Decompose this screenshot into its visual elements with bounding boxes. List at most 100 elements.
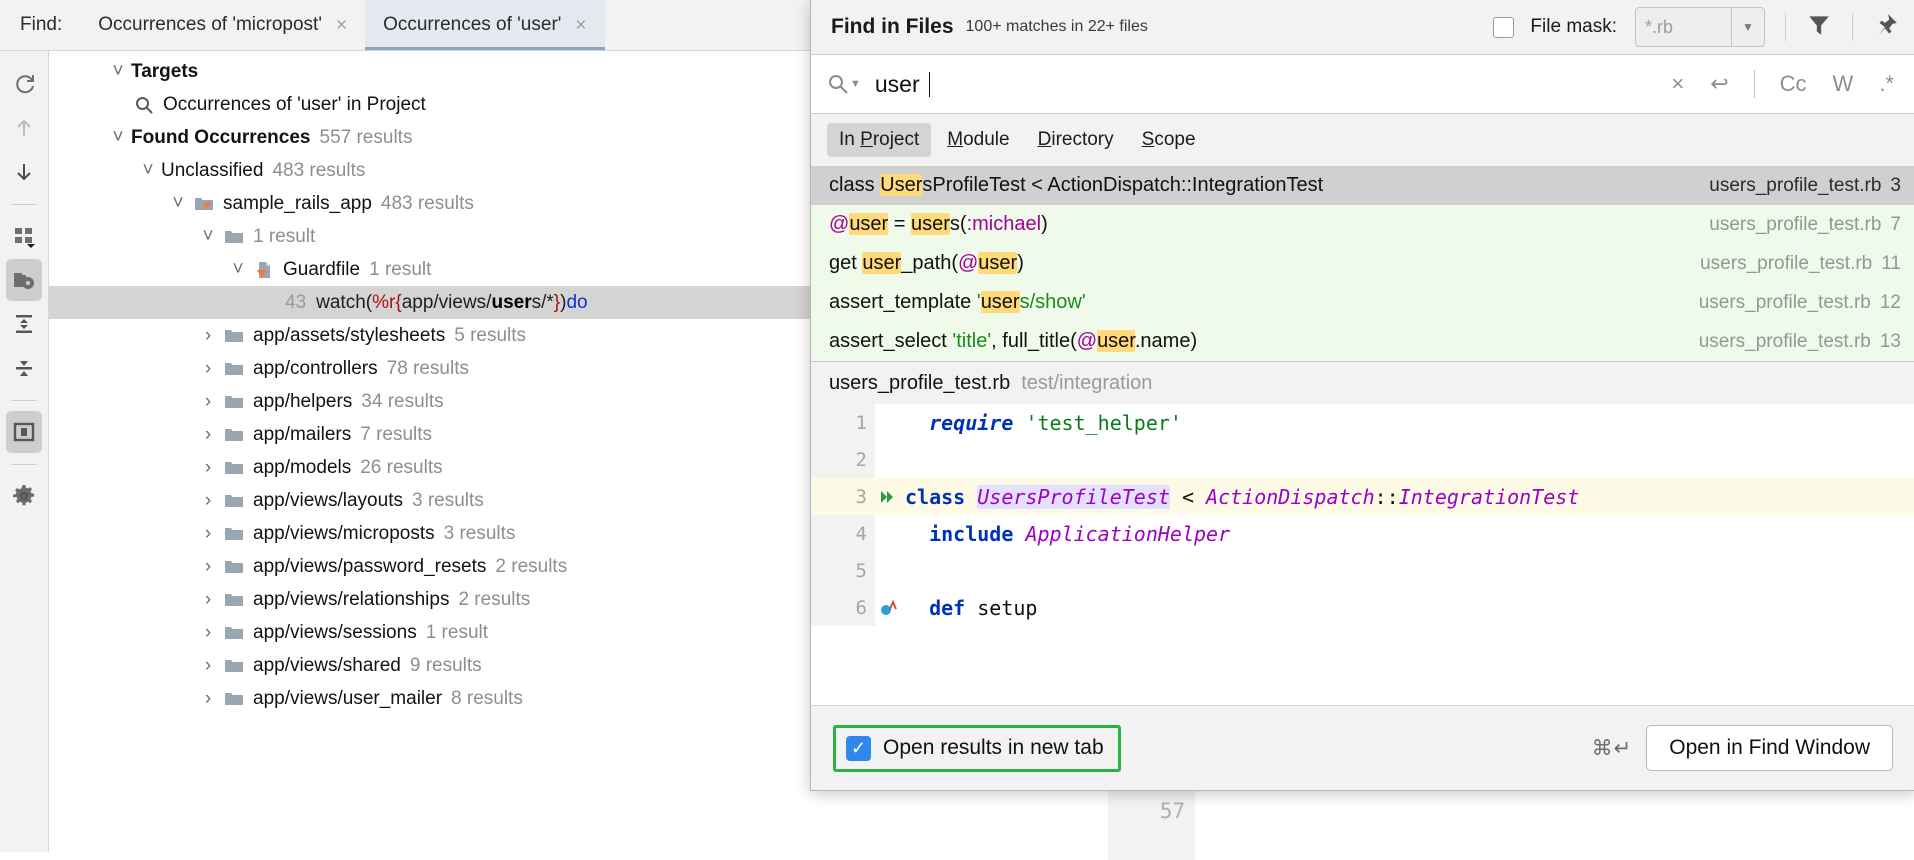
filter-icon[interactable] bbox=[1806, 12, 1832, 42]
chevron-right-icon[interactable]: › bbox=[204, 522, 212, 544]
preview-code-line: 2 bbox=[811, 441, 1914, 478]
chevron-down-icon[interactable]: ˅ bbox=[142, 159, 154, 181]
chevron-down-icon[interactable]: ˅ bbox=[112, 126, 124, 148]
tree-node-app-views-user-mailer[interactable]: › app/views/user_mailer 8 results bbox=[49, 682, 1914, 715]
pin-icon[interactable] bbox=[1873, 12, 1899, 42]
code-token: def bbox=[929, 595, 978, 620]
tree-node-app-views-microposts[interactable]: › app/views/microposts 3 results bbox=[49, 517, 1914, 550]
search-history-icon[interactable]: ↩ bbox=[1710, 71, 1729, 96]
tree-node-sample-rails-app[interactable]: ˅ sample_rails_app 483 results bbox=[49, 187, 1914, 220]
folder-icon bbox=[221, 623, 247, 643]
rerun-search-icon[interactable] bbox=[6, 63, 42, 105]
match-case-toggle[interactable]: Cc bbox=[1779, 71, 1807, 96]
close-icon[interactable]: × bbox=[335, 14, 348, 36]
tab-occurrences-micropost[interactable]: Occurrences of 'micropost' × bbox=[80, 0, 365, 50]
expand-all-icon[interactable] bbox=[6, 303, 42, 345]
chevron-right-icon[interactable]: › bbox=[204, 456, 212, 478]
code-token: IntegrationTest bbox=[1398, 484, 1580, 509]
scope-tab-directory[interactable]: Directory bbox=[1026, 123, 1126, 157]
open-in-file-structure-icon[interactable] bbox=[6, 259, 42, 301]
tree-node-targets[interactable]: ˅ Targets bbox=[49, 55, 1914, 88]
tree-node-occurrences-target[interactable]: Occurrences of 'user' in Project bbox=[49, 88, 1914, 121]
search-icon bbox=[131, 95, 157, 115]
clear-search-icon[interactable]: × bbox=[1671, 71, 1685, 96]
chevron-down-icon[interactable]: ˅ bbox=[172, 192, 184, 214]
scope-label-pre: In bbox=[839, 129, 861, 150]
preview-code-line: 6 def setup bbox=[811, 589, 1914, 626]
chevron-right-icon[interactable]: › bbox=[204, 390, 212, 412]
chevron-right-icon[interactable]: › bbox=[204, 357, 212, 379]
collapse-all-icon[interactable] bbox=[6, 347, 42, 389]
tree-node-app-views-relationships[interactable]: › app/views/relationships 2 results bbox=[49, 583, 1914, 616]
result-row[interactable]: get user_path(@user) users_profile_test.… bbox=[811, 244, 1914, 283]
open-results-in-new-tab-checkbox[interactable]: ✓ Open results in new tab bbox=[833, 724, 1121, 772]
preview-pane-icon[interactable] bbox=[6, 411, 42, 453]
chevron-down-icon[interactable]: ▼ bbox=[1731, 8, 1764, 46]
tree-node-count: 1 result bbox=[425, 621, 489, 643]
search-icon[interactable]: ▼ bbox=[827, 73, 861, 95]
chevron-down-icon[interactable]: ˅ bbox=[202, 225, 214, 247]
result-row[interactable]: class UsersProfileTest < ActionDispatch:… bbox=[811, 166, 1914, 205]
folder-icon bbox=[221, 227, 247, 247]
next-occurrence-icon[interactable] bbox=[6, 151, 42, 193]
chevron-right-icon[interactable]: › bbox=[204, 489, 212, 511]
chevron-right-icon[interactable]: › bbox=[204, 621, 212, 643]
chevron-right-icon[interactable]: › bbox=[204, 687, 212, 709]
search-field-row[interactable]: ▼ user × ↩ Cc W .* bbox=[811, 54, 1914, 114]
search-input[interactable]: user bbox=[874, 70, 920, 97]
chevron-right-icon[interactable]: › bbox=[204, 555, 212, 577]
folder-icon bbox=[221, 656, 247, 676]
chevron-down-icon[interactable]: ˅ bbox=[232, 258, 244, 280]
tree-node-guardfile[interactable]: ˅ Guardfile 1 result bbox=[49, 253, 1914, 286]
result-file: users_profile_test.rb bbox=[1709, 213, 1882, 235]
tree-node-app-helpers[interactable]: › app/helpers 34 results bbox=[49, 385, 1914, 418]
tree-node-found-occurrences[interactable]: ˅ Found Occurrences 557 results bbox=[49, 121, 1914, 154]
previous-occurrence-icon[interactable] bbox=[6, 107, 42, 149]
chevron-right-icon[interactable]: › bbox=[204, 654, 212, 676]
tree-node-app-views-password-resets[interactable]: › app/views/password_resets 2 results bbox=[49, 550, 1914, 583]
tree-node-label: Found Occurrences bbox=[131, 126, 311, 148]
file-preview-pane[interactable]: users_profile_test.rb test/integration 1… bbox=[811, 361, 1914, 705]
regex-toggle[interactable]: .* bbox=[1879, 71, 1894, 96]
tab-occurrences-user[interactable]: Occurrences of 'user' × bbox=[365, 0, 605, 50]
code-segment: @ bbox=[957, 252, 979, 274]
tree-node-unclassified[interactable]: ˅ Unclassified 483 results bbox=[49, 154, 1914, 187]
result-row[interactable]: assert_select 'title', full_title(@user.… bbox=[811, 322, 1914, 361]
tree-node-root-folder[interactable]: ˅ 1 result bbox=[49, 220, 1914, 253]
chevron-right-icon[interactable]: › bbox=[204, 324, 212, 346]
code-token: class bbox=[905, 484, 978, 509]
close-icon[interactable]: × bbox=[575, 14, 587, 36]
file-mask-input[interactable]: *.rb bbox=[1645, 16, 1674, 37]
scope-tab-scope[interactable]: Scope bbox=[1130, 123, 1208, 157]
code-segment: get bbox=[829, 252, 863, 274]
whole-words-toggle[interactable]: W bbox=[1832, 71, 1854, 96]
open-in-find-window-button[interactable]: Open in Find Window bbox=[1646, 725, 1893, 771]
result-row[interactable]: assert_template 'users/show' users_profi… bbox=[811, 283, 1914, 322]
group-by-icon[interactable] bbox=[6, 215, 42, 257]
scope-mnemonic: D bbox=[1037, 129, 1052, 150]
tree-node-app-controllers[interactable]: › app/controllers 78 results bbox=[49, 352, 1914, 385]
tree-node-app-mailers[interactable]: › app/mailers 7 results bbox=[49, 418, 1914, 451]
file-mask-checkbox[interactable] bbox=[1493, 16, 1515, 38]
scope-tab-in-project[interactable]: In Project bbox=[827, 123, 932, 157]
code-token: 'test_helper' bbox=[1025, 410, 1182, 435]
find-dialog-header: Find in Files 100+ matches in 22+ files … bbox=[811, 0, 1914, 54]
code-segment: class bbox=[829, 174, 881, 196]
tree-node-app-assets-stylesheets[interactable]: › app/assets/stylesheets 5 results bbox=[49, 319, 1914, 352]
search-results-list[interactable]: class UsersProfileTest < ActionDispatch:… bbox=[811, 166, 1914, 361]
tree-node-count: 34 results bbox=[361, 390, 444, 412]
tree-node-app-views-sessions[interactable]: › app/views/sessions 1 result bbox=[49, 616, 1914, 649]
tree-node-app-views-layouts[interactable]: › app/views/layouts 3 results bbox=[49, 484, 1914, 517]
scope-label-post: odule bbox=[963, 129, 1010, 150]
chevron-right-icon[interactable]: › bbox=[204, 588, 212, 610]
chevron-down-icon[interactable]: ˅ bbox=[112, 60, 124, 82]
result-row[interactable]: @user = users(:michael) users_profile_te… bbox=[811, 205, 1914, 244]
folder-icon bbox=[221, 590, 247, 610]
settings-gear-icon[interactable] bbox=[6, 475, 42, 517]
scope-tab-module[interactable]: Module bbox=[935, 123, 1021, 157]
tree-node-app-views-shared[interactable]: › app/views/shared 9 results bbox=[49, 649, 1914, 682]
chevron-right-icon[interactable]: › bbox=[204, 423, 212, 445]
tree-node-app-models[interactable]: › app/models 26 results bbox=[49, 451, 1914, 484]
file-mask-combo[interactable]: *.rb ▼ bbox=[1635, 7, 1765, 47]
checkbox-checked-icon[interactable]: ✓ bbox=[846, 735, 871, 761]
